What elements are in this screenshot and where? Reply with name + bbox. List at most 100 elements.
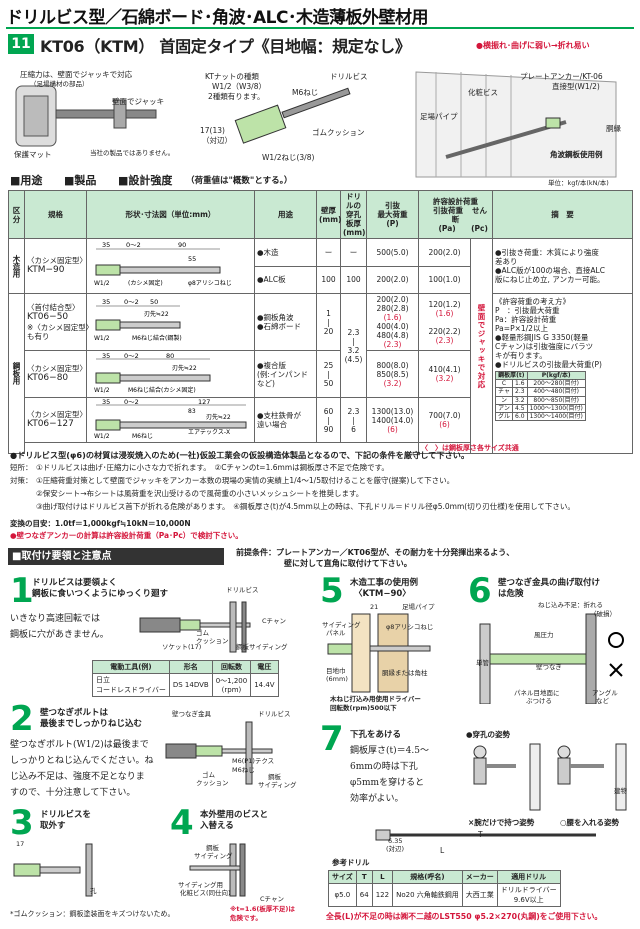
screw-shape xyxy=(119,266,220,274)
step4-label-siding: サイディング xyxy=(194,852,233,860)
step7-number: 7 xyxy=(320,719,344,759)
top-figure xyxy=(15,71,617,178)
step6-label-etc: など xyxy=(596,697,609,705)
ng-cross-shape xyxy=(609,663,623,677)
dim-17-sub: （対辺） xyxy=(202,136,232,145)
drill-alc: 100 xyxy=(340,265,367,294)
label-w12: W1/2 xyxy=(94,280,110,287)
drill-th-size: サイズ xyxy=(328,870,357,884)
use-kt06-127: ●支柱鉄骨が遠い場合 xyxy=(254,397,317,443)
drill-wood: ー xyxy=(340,238,367,267)
dim-35: 35 xyxy=(102,352,110,360)
drill-th-apply: 適用ドリル xyxy=(496,870,561,884)
model-kt06-127: 〈カシメ固定型〉KT06−127 xyxy=(24,397,87,443)
th-category: 区分 xyxy=(8,190,25,239)
kt-nut-shape xyxy=(234,104,287,144)
tool-th-tool: 電動工具(例) xyxy=(92,660,170,674)
sub-cell: C xyxy=(494,379,514,389)
step6-number: 6 xyxy=(468,571,492,611)
step4-label-c: Cチャン xyxy=(260,895,284,903)
step6-label-wind: 風圧力 xyxy=(534,631,554,639)
ok-circle-shape xyxy=(608,632,624,648)
step2-title2: 最後までしっかりねじ込む xyxy=(40,719,143,729)
sub-cell: ン xyxy=(494,395,514,405)
wall-kt06-127: 60 | 90 xyxy=(316,397,341,443)
wrench-shape xyxy=(165,743,197,759)
unit-label: 単位：kgf/本(kN/本) xyxy=(548,179,609,187)
drill-bit-label: ドリルビス xyxy=(330,72,368,81)
step1-tool-table: 電動工具(例) 形名 回転数 電圧 日立コードレスドライバー DS 14DVB … xyxy=(92,660,279,697)
plate-anchor-sub: 直接型(W1/2) xyxy=(552,82,600,91)
note-counter-2: ②保安シート→布シートは風荷重を沢山受けるので風荷重の小さいメッシュシートを推奨… xyxy=(36,489,364,498)
drill-kt06-127: 2.3 | 6 xyxy=(340,397,367,443)
step2-text: 壁つなぎボルト(W1/2)は最後まで xyxy=(10,740,149,750)
th-max-load: 引抜最大荷重(P) xyxy=(366,190,419,239)
tool-cell-rpm: 0〜1,200(rpm) xyxy=(211,673,252,697)
product-heading: KT06（KTM） 首固定タイプ《目地幅：規定なし》 xyxy=(40,37,411,56)
dim-0-2: 0〜2 xyxy=(126,241,141,249)
sub-th-p: P(kgf/本) xyxy=(526,370,586,381)
step4-label-plate: 鋼板 xyxy=(206,844,219,852)
company-note: 当社の製品ではありません。 xyxy=(90,149,175,157)
c-channel-shape xyxy=(241,601,247,653)
step2-label-drill: ドリルビス xyxy=(258,710,291,718)
tool-cell-name: 日立コードレスドライバー xyxy=(92,673,170,697)
sub-cell: 200〜280(目付) xyxy=(526,379,586,389)
model-kt06-80: 〈カシメ固定型〉KT06−80 xyxy=(24,350,87,398)
p-kt06-127: 1300(13.0)1400(14.0)(6) xyxy=(366,397,419,443)
step7-pose-good: ○腰を入れる姿勢 xyxy=(560,818,620,827)
step2-figure xyxy=(165,721,273,785)
drill-cell-size: φ5.0 xyxy=(328,883,357,907)
section-strength-note: （荷重値は"概数"とする。） xyxy=(186,176,293,186)
drill-cell-L: 122 xyxy=(371,883,394,907)
tool-th-rpm: 回転数 xyxy=(211,660,252,674)
panel-shape xyxy=(585,613,597,704)
kt-nut-label: KTナットの種類 xyxy=(205,72,259,81)
step2-title: 壁つなぎボルトは xyxy=(40,708,109,718)
th-shape: 形状･寸法図（単位:mm） xyxy=(86,190,255,239)
sub-th-thk: 鋼板厚(t) xyxy=(495,370,528,381)
jack-handle-shape xyxy=(113,99,127,129)
drill-cell-spec: No20 六角軸鉄鋼用 xyxy=(392,883,463,907)
install-intro: 前提条件：プレートアンカー／KT06型が、その耐力を十分発揮出来るよう、 xyxy=(236,548,515,557)
dim-0-2: 0〜2 xyxy=(124,352,139,360)
sub-cell: 4.5 xyxy=(512,403,528,413)
thread-label: W1/2ねじ(3/8) xyxy=(262,153,315,162)
dim-35: 35 xyxy=(102,398,110,406)
step7-dim-L: L xyxy=(440,846,445,855)
steel-plate-shape xyxy=(229,601,237,653)
item-number-badge: 11 xyxy=(8,34,34,54)
pa-kt06-127: 700(7.0)(6) xyxy=(418,397,471,443)
tool-cell-model: DS 14DVB xyxy=(168,673,213,697)
dim-35: 35 xyxy=(102,241,110,249)
step2-text4: すので、十分注意して下さい。 xyxy=(10,788,136,798)
note-counter-1: ①圧縮荷重対策として壁面でジャッキをアンカー本数の現場の実情の実績上1/4〜1/… xyxy=(36,476,455,485)
building-good xyxy=(615,743,627,811)
step3-label-hole: 孔 xyxy=(90,887,97,895)
step5-label-21: 21 xyxy=(370,603,379,611)
step7-ref-label: 参考ドリル xyxy=(332,858,370,867)
p-kt06-80: 800(8.0)850(8.5)(3.2) xyxy=(366,350,419,398)
shape-kt06-80-drawing: 35 0〜2 80 刃先≒22 W1/2 M6ねじ結合(カシメ固定) xyxy=(94,352,210,394)
step7-title: 下孔をあける xyxy=(350,730,402,740)
worker-bad-head xyxy=(473,745,487,759)
model-ktm90: 〈カシメ固定型〉KTM−90 xyxy=(24,238,87,294)
dim-tip: 刃先≒22 xyxy=(144,310,169,318)
note-counter-label: 対策： xyxy=(10,476,33,485)
section-strength: ■設計強度 xyxy=(118,174,173,187)
sub-cell: 800〜850(目付) xyxy=(526,395,586,405)
pa-kt06-50: 120(1.2) (1.6) 220(2.2) (2.3) xyxy=(418,293,471,351)
step2-label-siding: サイディング xyxy=(258,781,297,789)
model-kt06-50: 〈首付結合型〉 KT06−50 ※〈カシメ固定型〉 も有り xyxy=(24,293,93,351)
step5-title2: 〈KTM−90〉 xyxy=(354,589,411,599)
pc-cell: 壁面でジャッキで対応 xyxy=(470,237,493,455)
step7-building: 建物 xyxy=(614,787,627,795)
step4-label-screw: サイディング用 xyxy=(178,881,224,889)
use-wood: ●木造 xyxy=(254,238,317,267)
label-w12: W1/2 xyxy=(94,335,110,342)
label-w12: W1/2 xyxy=(94,387,110,394)
drill-screw-shape xyxy=(281,87,351,119)
th-allow: 許容設計荷重 引抜荷重せん断 (Pa)(Pc) xyxy=(418,190,493,239)
wall-kt06-50: 1 | 20 xyxy=(316,293,341,351)
drill-cell-T: 64 xyxy=(355,883,373,907)
